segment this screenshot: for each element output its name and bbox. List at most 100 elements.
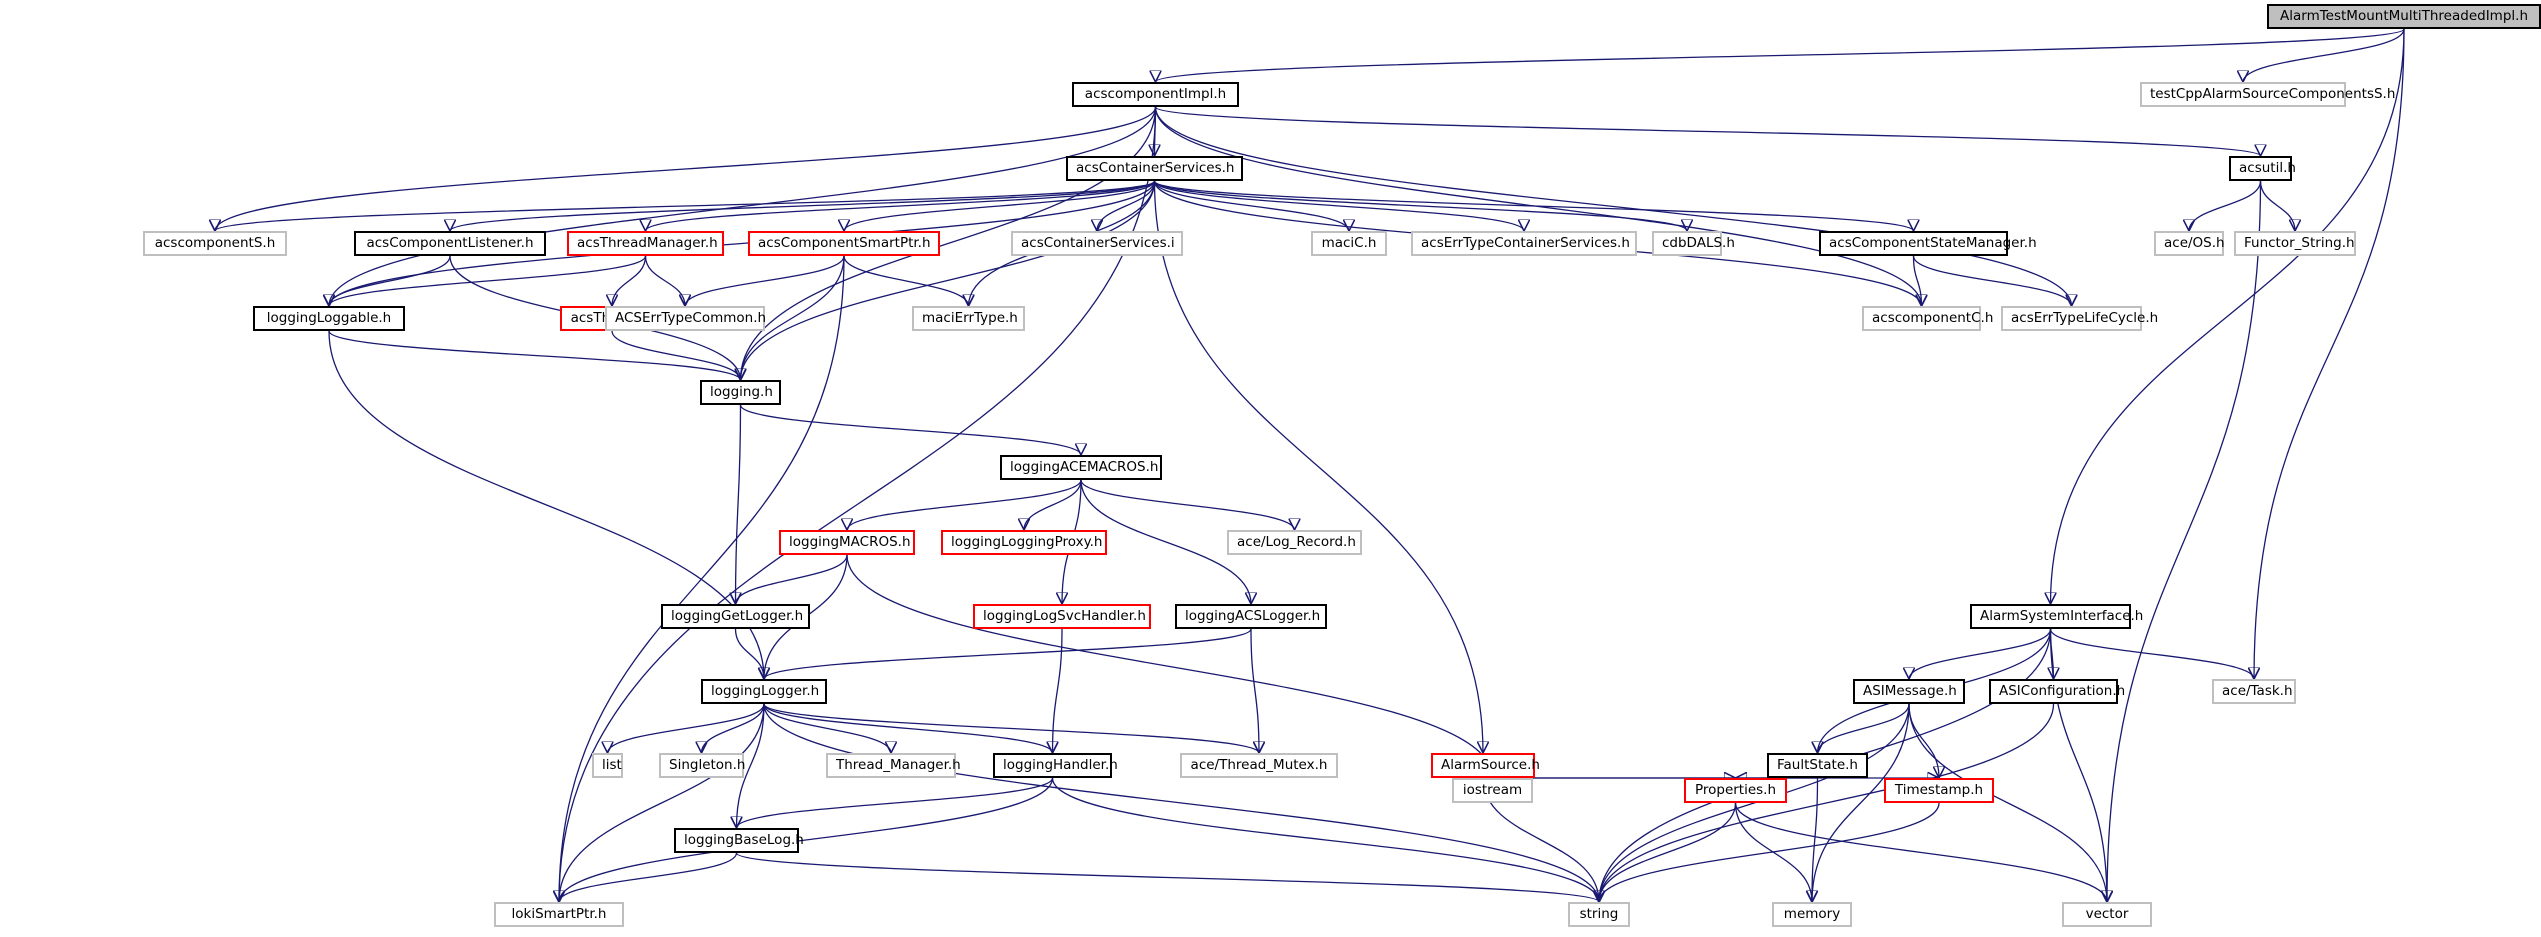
edge-loggingBaseLog-to-string <box>735 852 1600 903</box>
node-logging-get-logger[interactable]: loggingGetLogger.h <box>661 604 810 629</box>
node-acs-component-listener[interactable]: acsComponentListener.h <box>354 231 546 256</box>
node-logging-macros[interactable]: loggingMACROS.h <box>779 530 915 555</box>
edge-loggingACEMACROS-to-loggingLoggingProxy <box>1024 479 1082 531</box>
edge-loggingLogger-to-loggingHandler <box>763 703 1053 754</box>
edge-Properties-to-memory <box>1734 802 1813 902</box>
edge-loggingHandler-to-loggingBaseLog <box>737 777 1054 829</box>
node-test-cpp-alarm: testCppAlarmSourceComponentsS.h <box>2140 82 2395 107</box>
edge-acsComponentSmartPtr-to-maciErrType <box>843 255 969 307</box>
node-memory: memory <box>1772 902 1852 927</box>
node-acserr-type-common: ACSErrTypeCommon.h <box>605 306 766 331</box>
edge-acsContainerServices-to-AlarmSource <box>1153 180 1484 753</box>
edge-logging-to-loggingACEMACROS <box>739 404 1082 456</box>
edge-acsContainerServices-to-loggingLoggable <box>329 180 1156 306</box>
edge-loggingACSLogger-to-aceThreadMutex <box>1250 628 1259 753</box>
edge-acsComponentStateManager-to-acsErrTypeLifeCycle <box>1912 255 2072 307</box>
edge-acsutil-to-aceOS <box>2189 180 2262 232</box>
edge-ASIMessage-to-Timestamp <box>1908 703 1939 778</box>
edge-Timestamp-to-string <box>1599 802 1940 903</box>
edge-ASIMessage-to-vector <box>1908 703 2107 902</box>
edge-acsContainerServices-to-acsThreadManager <box>646 180 1156 232</box>
node-logging-logging-proxy[interactable]: loggingLoggingProxy.h <box>941 530 1107 555</box>
node-acs-container-services-i: acsContainerServices.i <box>1011 231 1183 256</box>
node-ace-log-record: ace/Log_Record.h <box>1227 530 1362 555</box>
node-alarm-system-interface[interactable]: AlarmSystemInterface.h <box>1970 604 2143 629</box>
edge-FaultState-to-memory <box>1812 777 1819 902</box>
edge-acscomponentImpl-to-loggingLoggable <box>329 106 1157 306</box>
edge-acsutil-to-functorString <box>2259 180 2296 232</box>
edge-acsComponentStateManager-to-acscomponentC <box>1912 255 1922 306</box>
edge-acsThreadManager-to-acsThread <box>612 255 647 307</box>
node-acs-err-type-life-cycle: acsErrTypeLifeCycle.h <box>2001 306 2158 331</box>
edge-loggingLogger-to-Singleton <box>702 703 765 754</box>
edge-loggingACEMACROS-to-loggingACSLogger <box>1080 479 1251 604</box>
node-ace-thread-mutex: ace/Thread_Mutex.h <box>1180 753 1338 778</box>
edge-acsComponentSmartPtr-to-ACSErrTypeCommon <box>685 255 845 307</box>
edge-ASIMessage-to-FaultState <box>1818 703 1910 754</box>
node-logging-loggable[interactable]: loggingLoggable.h <box>253 306 405 331</box>
node-acs-thread-manager[interactable]: acsThreadManager.h <box>567 231 724 256</box>
edge-acsContainerServices-to-acsComponentListener <box>450 180 1156 232</box>
node-timestamp[interactable]: Timestamp.h <box>1884 778 1994 803</box>
node-logging-logger[interactable]: loggingLogger.h <box>701 679 827 704</box>
edge-ASIConfiguration-to-string <box>1599 703 2055 902</box>
node-alarm-source[interactable]: AlarmSource.h <box>1431 753 1540 778</box>
node-acsutil[interactable]: acsutil.h <box>2229 156 2296 181</box>
edge-acsContainerServices-to-cdbDALS <box>1153 180 1688 232</box>
node-cdb-dals: cdbDALS.h <box>1652 231 1735 256</box>
edge-loggingACSLogger-to-loggingLogger <box>764 628 1252 680</box>
node-acs-component-smart-ptr[interactable]: acsComponentSmartPtr.h <box>748 231 940 256</box>
edge-AlarmSystemInterface-to-aceTask <box>2049 628 2255 680</box>
edge-acsutil-to-vector <box>2107 180 2262 902</box>
edge-root-to-aceTask <box>2254 28 2405 679</box>
edge-loggingLogger-to-loggingBaseLog <box>737 703 765 828</box>
node-vector: vector <box>2062 902 2152 927</box>
edge-acscomponentImpl-to-acsErrTypeLifeCycle <box>1154 106 2072 306</box>
node-thread-manager: Thread_Manager.h <box>826 753 961 778</box>
edge-acscomponentImpl-to-acscomponentS <box>215 106 1157 232</box>
node-acs-component-state-manager[interactable]: acsComponentStateManager.h <box>1819 231 2037 256</box>
edge-loggingLogger-to-lokiSmartPtr <box>559 703 765 902</box>
edge-AlarmSystemInterface-to-ASIMessage <box>1909 628 2052 680</box>
edge-loggingLogger-to-list <box>608 703 765 754</box>
node-acscomponent-s: acscomponentS.h <box>143 231 287 256</box>
node-fault-state[interactable]: FaultState.h <box>1767 753 1868 778</box>
edge-loggingHandler-to-lokiSmartPtr <box>559 777 1054 902</box>
edge-acsThread-to-logging <box>611 330 741 381</box>
edge-acscomponentImpl-to-acsutil <box>1154 106 2261 157</box>
edge-acsContainerServices-to-acscomponentS <box>215 180 1156 232</box>
edge-loggingHandler-to-string <box>1051 777 1600 902</box>
node-ace-os: ace/OS.h <box>2154 231 2225 256</box>
edge-loggingLogger-to-string <box>763 703 1599 902</box>
edge-acsThreadManager-to-loggingLoggable <box>329 255 647 307</box>
node-iostream: iostream <box>1452 778 1533 803</box>
edge-acsContainerServices-to-acsErrTypeContainerServices <box>1153 180 1525 232</box>
edge-acsContainerServices-to-maciC <box>1153 180 1350 232</box>
node-properties[interactable]: Properties.h <box>1684 778 1787 803</box>
node-logging-log-svc-handler[interactable]: loggingLogSvcHandler.h <box>973 604 1151 629</box>
edge-acsThreadManager-to-ACSErrTypeCommon <box>644 255 686 307</box>
edge-loggingMACROS-to-loggingGetLogger <box>736 554 848 605</box>
edge-loggingBaseLog-to-lokiSmartPtr <box>559 852 738 903</box>
node-asimessage[interactable]: ASIMessage.h <box>1853 679 1965 704</box>
node-asiconfiguration[interactable]: ASIConfiguration.h <box>1989 679 2125 704</box>
node-maci-err-type: maciErrType.h <box>912 306 1025 331</box>
node-acs-container-services[interactable]: acsContainerServices.h <box>1066 156 1243 181</box>
node-logging-handler[interactable]: loggingHandler.h <box>993 753 1118 778</box>
node-functor-string: Functor_String.h <box>2234 231 2356 256</box>
node-root[interactable]: AlarmTestMountMultiThreadedImpl.h <box>2267 4 2541 29</box>
edge-loggingACEMACROS-to-loggingMACROS <box>847 479 1082 531</box>
node-logging-base-log[interactable]: loggingBaseLog.h <box>674 828 804 853</box>
node-logging-acslogger[interactable]: loggingACSLogger.h <box>1175 604 1327 629</box>
edge-loggingGetLogger-to-loggingLogger <box>734 628 765 680</box>
edge-acsComponentSmartPtr-to-logging <box>741 255 845 380</box>
node-logging-acemacros[interactable]: loggingACEMACROS.h <box>1000 455 1162 480</box>
edge-acsContainerServices-to-acsComponentSmartPtr <box>844 180 1156 232</box>
edge-root-to-testCppAlarm <box>2243 28 2405 83</box>
node-acscomponent-impl[interactable]: acscomponentImpl.h <box>1072 82 1239 107</box>
edge-loggingLogger-to-ThreadManager <box>763 703 891 754</box>
edge-root-to-AlarmSystemInterface <box>2051 28 2405 604</box>
node-logging[interactable]: logging.h <box>700 380 781 405</box>
node-ace-task: ace/Task.h <box>2212 679 2296 704</box>
